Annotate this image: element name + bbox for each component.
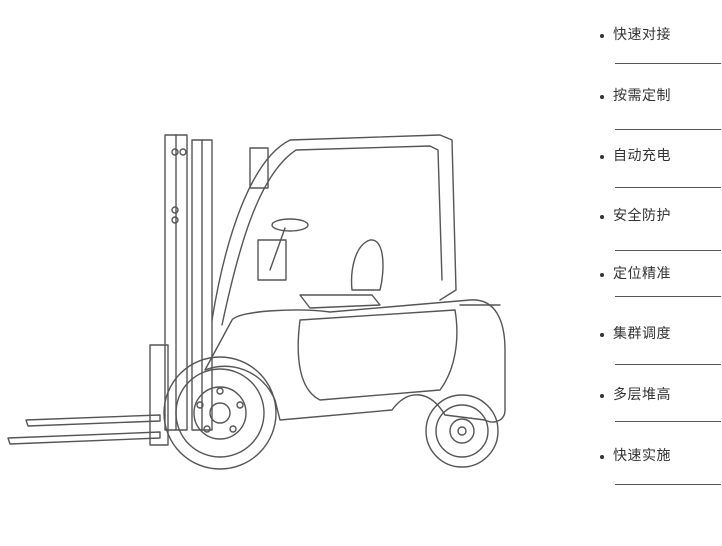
bullet-icon: [600, 394, 604, 398]
feature-divider: [615, 250, 721, 251]
feature-label: 按需定制: [613, 88, 671, 104]
forklift-illustration: [0, 120, 520, 480]
bullet-icon: [600, 215, 604, 219]
forklift-sketch-icon: [7, 134, 506, 470]
bullet-icon: [600, 455, 604, 459]
feature-divider: [615, 364, 721, 365]
bullet-icon: [600, 333, 604, 337]
bullet-icon: [600, 273, 604, 277]
feature-label: 快速对接: [613, 27, 671, 43]
feature-divider: [615, 187, 721, 188]
feature-label: 定位精准: [613, 266, 671, 282]
feature-divider: [615, 63, 721, 64]
feature-label: 快速实施: [613, 448, 671, 464]
feature-label: 安全防护: [613, 208, 671, 224]
feature-divider: [615, 421, 721, 422]
bullet-icon: [600, 155, 604, 159]
feature-label: 集群调度: [613, 326, 671, 342]
feature-divider: [615, 129, 721, 130]
bullet-icon: [600, 95, 604, 99]
feature-label: 多层堆高: [613, 387, 671, 403]
bullet-icon: [600, 34, 604, 38]
feature-divider: [615, 296, 721, 297]
feature-list: 快速对接 按需定制 自动充电 安全防护 定位精准 集群调度 多层堆高 快速实施: [596, 0, 722, 546]
feature-label: 自动充电: [613, 148, 671, 164]
feature-divider: [615, 484, 721, 485]
